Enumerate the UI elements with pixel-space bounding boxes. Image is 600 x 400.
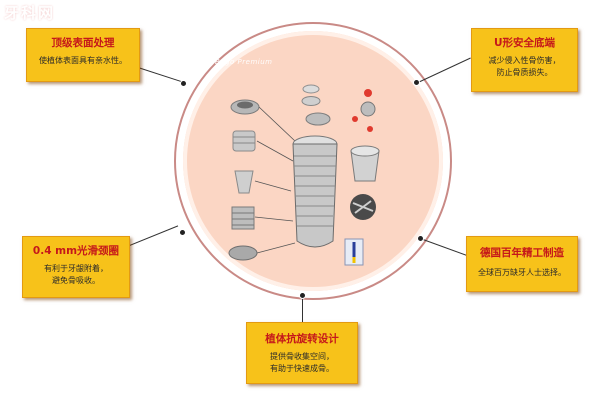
connector-dot bbox=[179, 229, 186, 236]
connector-dot bbox=[417, 235, 424, 242]
callout-title: U形安全底端 bbox=[493, 37, 556, 49]
logo: 牙科网 bbox=[4, 4, 56, 22]
callout-top-right: U形安全底端 减少侵入性骨伤害， 防止骨质损失。 bbox=[471, 28, 578, 92]
callout-title: 植体抗旋转设计 bbox=[265, 333, 339, 345]
implant-icon bbox=[292, 135, 338, 248]
collar-icon bbox=[228, 245, 258, 261]
tool-icon bbox=[344, 238, 364, 266]
implant-head-icon bbox=[230, 99, 260, 115]
callout-mid-right: 德国百年精工制造 全球百万缺牙人士选择。 bbox=[466, 236, 578, 292]
connector-dot bbox=[180, 80, 187, 87]
connector-dot bbox=[413, 79, 420, 86]
outer-ring bbox=[174, 22, 452, 300]
abutment-icon bbox=[350, 145, 380, 182]
thread-detail-icon bbox=[231, 206, 255, 230]
connector-line-bottom bbox=[302, 296, 303, 322]
callout-title: 0.4 mm光滑颈圈 bbox=[32, 245, 120, 257]
callout-text: 减少侵入性骨伤害， bbox=[488, 56, 561, 65]
connector-line-top-left bbox=[137, 67, 184, 83]
bone-graft-icon bbox=[350, 194, 376, 220]
callout-mid-left: 0.4 mm光滑颈圈 有利于牙龈附着， 避免骨吸收。 bbox=[22, 236, 130, 298]
callout-text: 提供骨收集空间， bbox=[270, 352, 334, 361]
brand-watermark: Bego Premium bbox=[215, 58, 273, 66]
callout-text: 避免骨吸收。 bbox=[52, 276, 100, 285]
callout-text: 全球百万缺牙人士选择。 bbox=[478, 268, 566, 277]
callout-text: 防止骨质损失。 bbox=[496, 68, 553, 77]
callout-top-left: 顶级表面处理 使植体表面具有亲水性。 bbox=[26, 28, 140, 82]
callout-title: 德国百年精工制造 bbox=[480, 247, 564, 259]
connector-dot bbox=[299, 292, 306, 299]
callout-text: 有助于快速成骨。 bbox=[270, 364, 334, 373]
callout-title: 顶级表面处理 bbox=[51, 37, 115, 49]
connector-line-mid-left bbox=[126, 225, 179, 247]
implant-tip-icon bbox=[234, 170, 254, 194]
callout-bottom: 植体抗旋转设计 提供骨收集空间， 有助于快速成骨。 bbox=[246, 322, 358, 384]
implant-illustration bbox=[228, 84, 380, 266]
callout-text: 使植体表面具有亲水性。 bbox=[39, 56, 127, 65]
thread-section-icon bbox=[232, 130, 256, 152]
callout-text: 有利于牙龈附着， bbox=[44, 264, 108, 273]
exploded-parts-icon bbox=[352, 89, 376, 132]
